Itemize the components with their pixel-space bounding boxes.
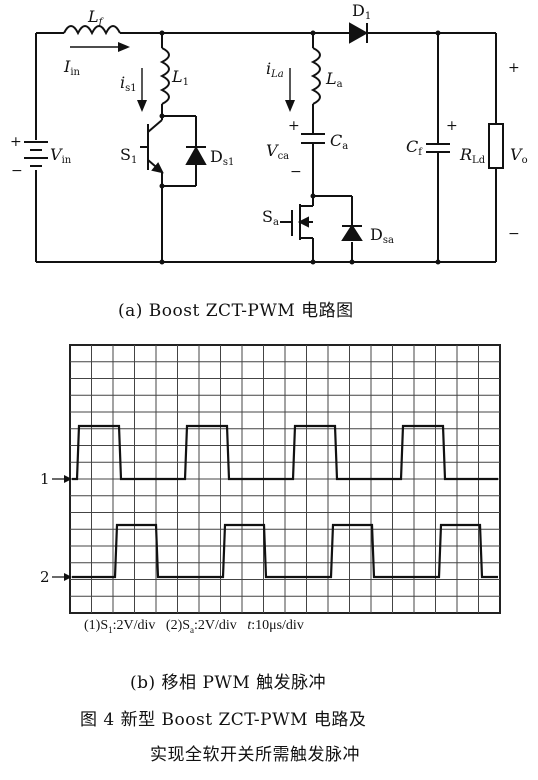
inductor-La — [310, 47, 321, 105]
label-La: La — [325, 69, 343, 90]
ch1-marker: 1 — [40, 470, 50, 488]
label-Cf: Cf — [406, 137, 423, 158]
label-Vca: Vca — [266, 141, 289, 162]
scope-grid — [70, 345, 500, 613]
ch2-marker: 2 — [40, 568, 50, 586]
label-ca-minus: − — [290, 164, 302, 180]
label-Lf: Lf — [87, 7, 105, 28]
label-cf-plus: + — [446, 118, 458, 134]
label-RLd: RLd — [459, 145, 486, 166]
label-vo-minus: − — [508, 226, 520, 242]
scope-screen: 1 2 — [40, 344, 501, 614]
label-Dsa: Dsa — [370, 225, 394, 246]
diode-Ds1 — [185, 145, 207, 165]
label-Ds1: Ds1 — [210, 147, 234, 168]
label-vin-plus: + — [10, 134, 22, 150]
label-Ca: Ca — [330, 131, 348, 152]
label-vin-minus: − — [11, 163, 23, 179]
inductor-L1 — [159, 47, 170, 105]
label-Sa: Sa — [262, 207, 279, 228]
resistor-RLd — [488, 123, 504, 169]
label-S1: S1 — [120, 145, 137, 166]
trace-ch1 — [72, 424, 498, 481]
label-iLa: iLa — [266, 59, 284, 80]
figure-title-line2: 实现全软开关所需触发脉冲 — [150, 745, 360, 765]
label-vo-plus: + — [508, 60, 520, 76]
trace-ch2 — [72, 523, 498, 579]
caption-a: (a) Boost ZCT-PWM 电路图 — [118, 301, 354, 321]
diode-D1 — [349, 22, 369, 44]
label-L1: L1 — [171, 67, 189, 88]
label-is1: is1 — [120, 73, 137, 94]
label-D1: D1 — [352, 1, 371, 22]
diode-Dsa — [341, 224, 363, 241]
figure-title-line1: 图 4 新型 Boost ZCT-PWM 电路及 — [80, 710, 367, 730]
caption-b: (b) 移相 PWM 触发脉冲 — [130, 673, 327, 693]
label-Vin: Vin — [50, 145, 72, 166]
circuit-diagram: Lf Iin is1 L1 D1 iLa La + − Vin S1 Ds1 +… — [10, 1, 528, 265]
label-Vo: Vo — [510, 145, 528, 166]
label-Iin: Iin — [63, 57, 81, 78]
scope-settings: (1)S1:2V/div (2)Sa:2V/div t:10μs/div — [84, 618, 304, 635]
label-ca-plus: + — [288, 118, 300, 134]
inductor-Lf — [63, 25, 121, 36]
